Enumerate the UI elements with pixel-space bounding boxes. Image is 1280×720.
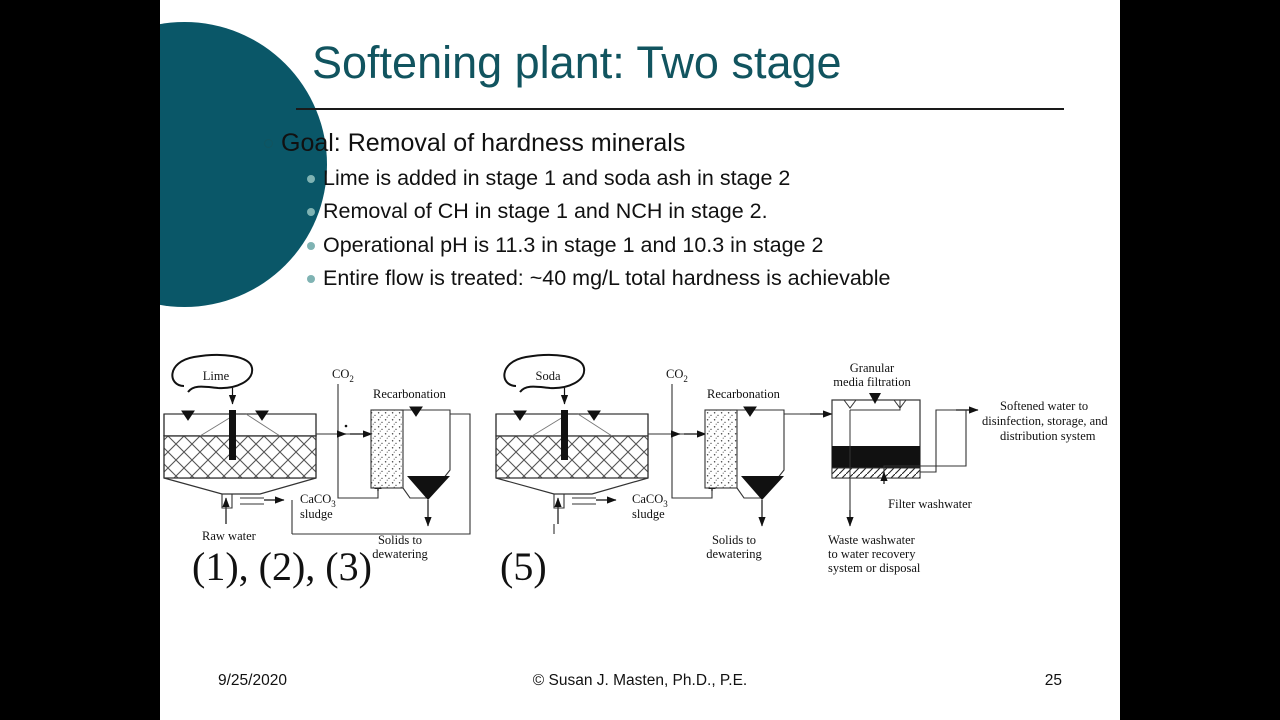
granular-media-filter xyxy=(831,393,921,479)
bullet-level2-label: Lime is added in stage 1 and soda ash in… xyxy=(323,166,791,191)
lime-feed-pipe xyxy=(229,410,236,460)
solids-label-2b: dewatering xyxy=(706,547,762,561)
caco3-label-1: CaCO3 xyxy=(300,492,336,509)
softened-water-label-2: disinfection, storage, and xyxy=(982,414,1108,428)
soda-label: Soda xyxy=(536,369,561,383)
co2-label-2: CO2 xyxy=(666,367,688,384)
footer-date: 9/25/2020 xyxy=(218,672,287,689)
slide-canvas: Softening plant: Two stage Goal: Removal… xyxy=(160,0,1120,720)
soda-hand-circle xyxy=(503,353,586,393)
bullet-list: Goal: Removal of hardness minerals Lime … xyxy=(255,128,1115,296)
bullet-level2-label: Entire flow is treated: ~40 mg/L total h… xyxy=(323,265,891,290)
caco3-label-2: CaCO3 xyxy=(632,492,668,509)
solids-label-2a: Solids to xyxy=(712,533,756,547)
dot-bullet-icon xyxy=(299,196,323,217)
recarbonation-unit-2 xyxy=(704,409,785,527)
waste-washwater-label-1: Waste washwater xyxy=(828,533,916,547)
granular-label-2: media filtration xyxy=(833,375,911,389)
hand-annotation-left: (1), (2), (3) xyxy=(192,544,372,589)
softened-water-label-3: distribution system xyxy=(1000,429,1096,443)
waste-washwater-label-3: system or disposal xyxy=(828,561,921,575)
softened-water-label-1: Softened water to xyxy=(1000,399,1088,413)
recarbonation-label-2: Recarbonation xyxy=(707,387,781,401)
bullet-level2: Operational pH is 11.3 in stage 1 and 10… xyxy=(255,230,1115,261)
dot-bullet-icon xyxy=(299,163,323,184)
bullet-level1: Goal: Removal of hardness minerals xyxy=(255,128,1115,159)
bullet-level2: Entire flow is treated: ~40 mg/L total h… xyxy=(255,263,1115,294)
sludge-label-2: sludge xyxy=(632,507,665,521)
soda-feed-pipe xyxy=(561,410,568,460)
lime-hand-circle xyxy=(171,353,254,393)
stage1-basin xyxy=(163,413,317,495)
granular-label-1: Granular xyxy=(850,361,895,375)
stage2-basin xyxy=(495,413,649,495)
dot-bullet-icon xyxy=(299,263,323,283)
slide-footer: 9/25/2020 © Susan J. Masten, Ph.D., P.E.… xyxy=(160,672,1120,702)
dot-bullet-icon xyxy=(299,230,323,250)
bullet-level2-label: Removal of CH in stage 1 and NCH in stag… xyxy=(323,199,768,224)
recarbonation-label-1: Recarbonation xyxy=(373,387,447,401)
co2-label-1: CO2 xyxy=(332,367,354,384)
bullet-level2: Lime is added in stage 1 and soda ash in… xyxy=(255,163,1115,194)
bullet-level1-label: Goal: Removal of hardness minerals xyxy=(281,129,686,157)
raw-water-label: Raw water xyxy=(202,529,257,543)
lime-label: Lime xyxy=(203,369,230,383)
ring-bullet-icon xyxy=(255,128,281,148)
footer-page-number: 25 xyxy=(1044,672,1062,689)
bullet-level2: Removal of CH in stage 1 and NCH in stag… xyxy=(255,196,1115,227)
waste-washwater-label-2: to water recovery xyxy=(828,547,916,561)
footer-copyright: © Susan J. Masten, Ph.D., P.E. xyxy=(532,672,748,689)
solids-label-1a: Solids to xyxy=(378,533,422,547)
title-divider xyxy=(296,108,1064,110)
letterbox-left xyxy=(0,0,160,720)
letterbox-right xyxy=(1120,0,1280,720)
bullet-level2-label: Operational pH is 11.3 in stage 1 and 10… xyxy=(323,232,824,257)
page-title: Softening plant: Two stage xyxy=(312,37,842,88)
filter-washwater-label: Filter washwater xyxy=(888,497,972,511)
sludge-label-1: sludge xyxy=(300,507,333,521)
hand-annotation-right: (5) xyxy=(500,544,547,589)
process-flow-diagram: CaCO3 sludge Raw water Lime CO2 xyxy=(160,348,1120,618)
recarbonation-unit-1 xyxy=(370,409,451,527)
decorative-circles xyxy=(160,0,460,400)
solids-label-1b: dewatering xyxy=(372,547,428,561)
